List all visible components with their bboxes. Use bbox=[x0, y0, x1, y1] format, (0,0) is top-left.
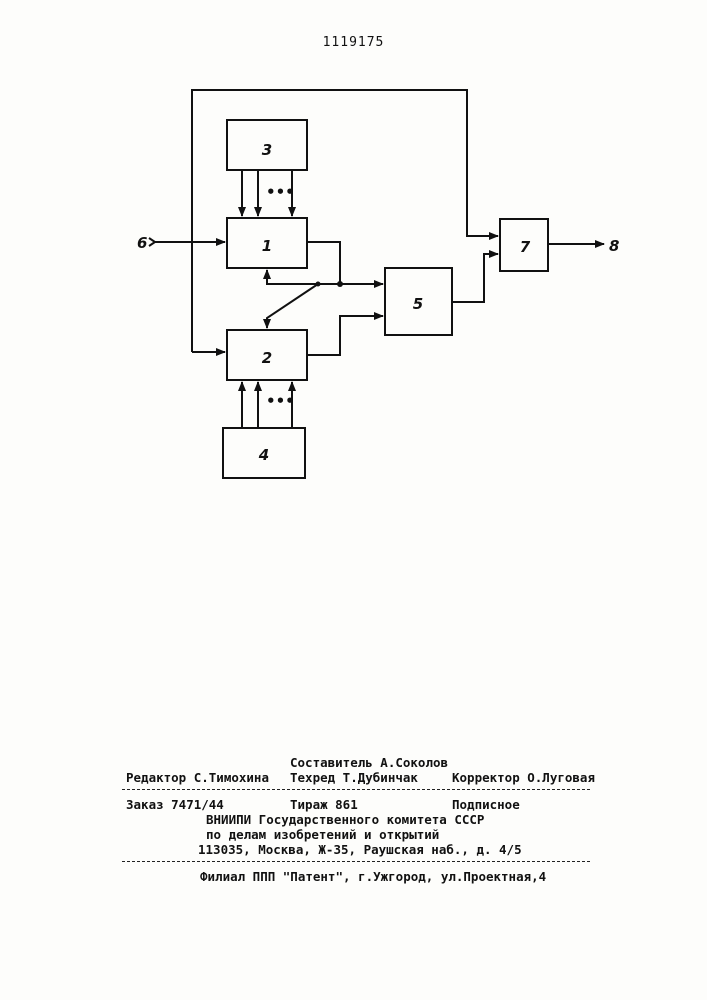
order-line: Заказ 7471/44 bbox=[126, 797, 224, 812]
bus-4-2-dots: ••• bbox=[266, 392, 295, 410]
bus-3-1-dots: ••• bbox=[266, 183, 295, 201]
techred-line: Техред Т.Дубинчак bbox=[290, 770, 418, 785]
corrector-line: Корректор О.Луговая bbox=[452, 770, 595, 785]
control-to-block-2-wire bbox=[267, 284, 318, 328]
block-3-label: 3 bbox=[262, 141, 272, 159]
divider-bottom bbox=[122, 861, 590, 862]
editor-line: Редактор С.Тимохина bbox=[126, 770, 269, 785]
org-line-2: по делам изобретений и открытий bbox=[206, 827, 439, 842]
output-terminal-label: 8 bbox=[609, 237, 619, 255]
block-5-to-block-7-wire bbox=[452, 254, 498, 302]
branch-line: Филиал ППП "Патент", г.Ужгород, ул.Проек… bbox=[200, 869, 546, 884]
block-4-label: 4 bbox=[258, 446, 269, 464]
block-2-label: 2 bbox=[262, 349, 272, 367]
control-to-block-1-wire bbox=[267, 270, 340, 284]
block-diagram: 3 1 2 4 5 7 6 8 ••• ••• bbox=[0, 0, 707, 520]
org-line-3: 113035, Москва, Ж-35, Раушская наб., д. … bbox=[198, 842, 522, 857]
block-5-label: 5 bbox=[413, 295, 423, 313]
input-terminal-label: 6 bbox=[137, 234, 147, 252]
block-1-label: 1 bbox=[262, 237, 272, 255]
block-1-to-block-5-wire bbox=[307, 242, 383, 284]
org-line-1: ВНИИПИ Государственного комитета СССР bbox=[206, 812, 484, 827]
subscription-line: Подписное bbox=[452, 797, 520, 812]
circulation-line: Тираж 861 bbox=[290, 797, 358, 812]
divider-top bbox=[122, 789, 590, 790]
input-terminal-chevron bbox=[149, 238, 155, 246]
block-2-to-block-5-wire bbox=[307, 316, 383, 355]
block-7-label: 7 bbox=[520, 238, 531, 256]
compiler-line: Составитель А.Соколов bbox=[290, 755, 448, 770]
